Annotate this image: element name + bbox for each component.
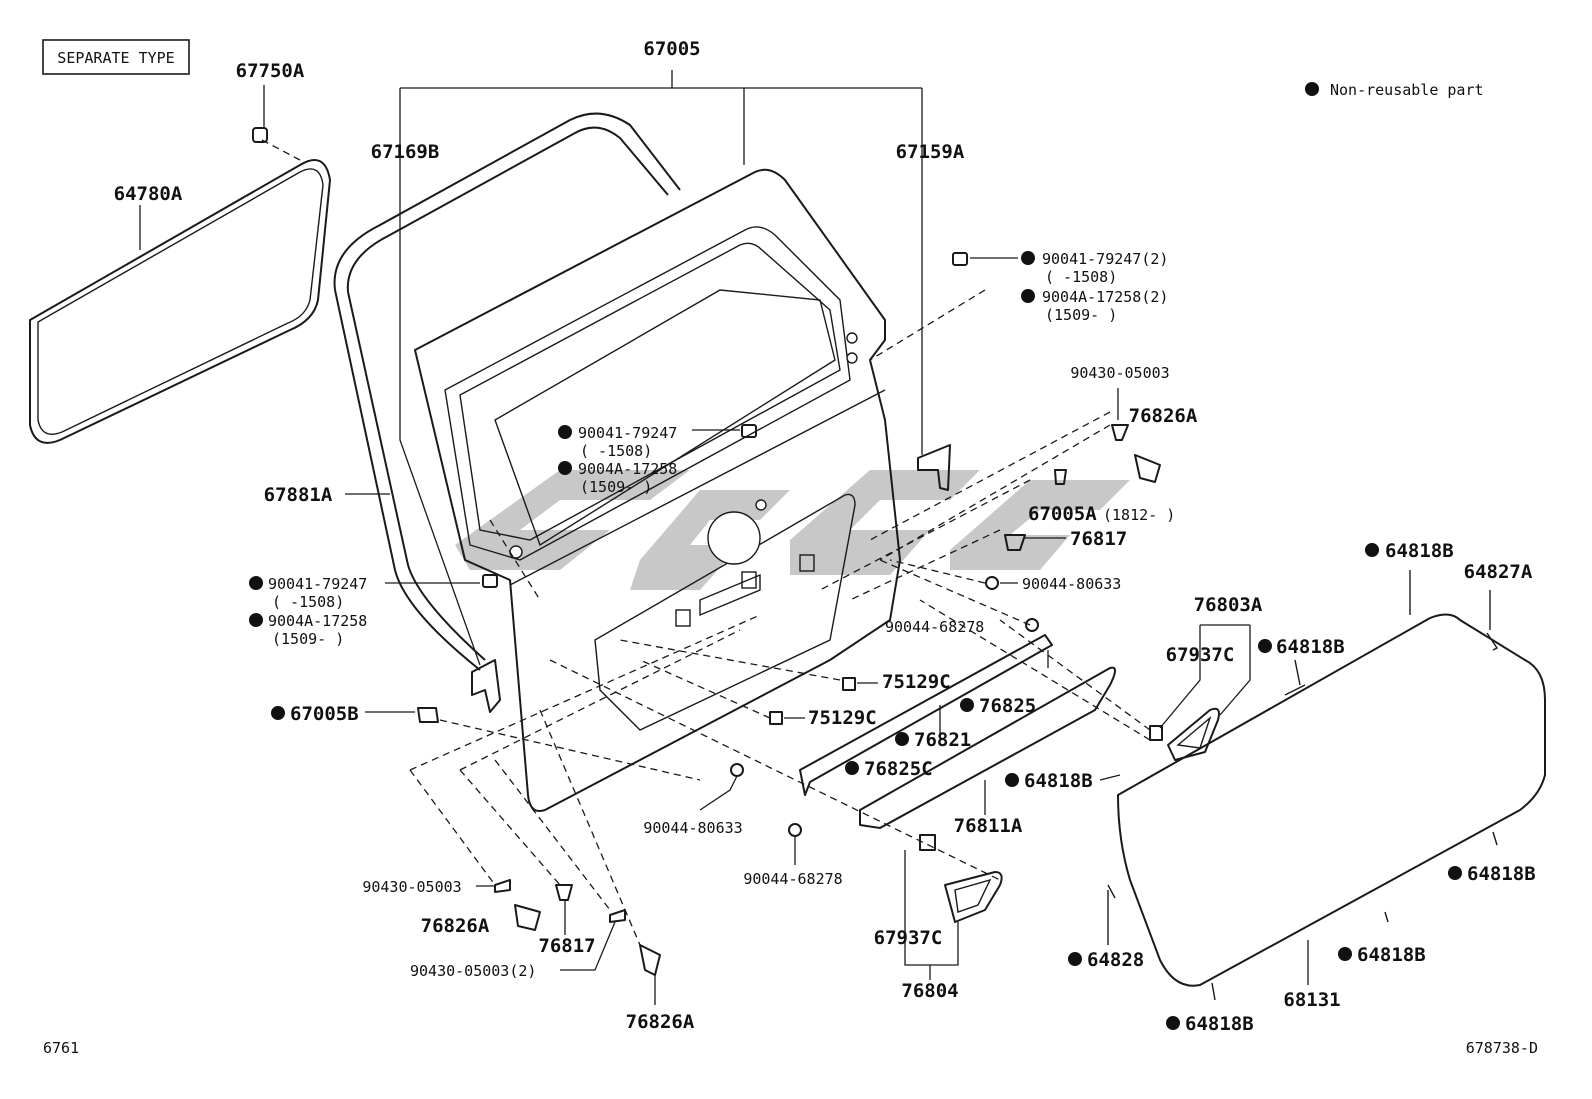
- legend: Non-reusable part: [1305, 81, 1484, 99]
- label-67750A: 67750A: [236, 60, 305, 82]
- back-glass-68131: [1099, 570, 1546, 1001]
- non-reusable-dot-icon: [271, 706, 285, 720]
- label-67169B: 67169B: [371, 141, 440, 163]
- cover-76803A: [1149, 624, 1251, 761]
- label-76804: 76804: [901, 980, 958, 1002]
- non-reusable-dot-icon: [1005, 773, 1019, 787]
- label-90041-mid: 90041-79247: [578, 424, 677, 442]
- label-9004A-mid: 9004A-17258: [578, 460, 677, 478]
- non-reusable-dot-icon: [1021, 289, 1035, 303]
- label-1508-top: ( -1508): [1045, 268, 1117, 286]
- hinge-right-67159A: [917, 145, 951, 491]
- label-67937C-right: 67937C: [1166, 644, 1235, 666]
- non-reusable-dot-icon: [1448, 866, 1462, 880]
- weatherstrip-64780A: [29, 139, 331, 444]
- clip-67750A: [252, 85, 268, 143]
- label-64818B-3: 64818B: [1024, 770, 1093, 792]
- non-reusable-dot-icon: [1258, 639, 1272, 653]
- label-90430-left: 90430-05003: [362, 878, 461, 896]
- label-1509-left: (1509- ): [272, 630, 344, 648]
- label-67881A: 67881A: [264, 484, 333, 506]
- door-weatherstrip-67881A: [333, 112, 681, 671]
- non-reusable-dot-icon: [558, 461, 572, 475]
- label-90041-left: 90041-79247: [268, 575, 367, 593]
- label-76821: 76821: [914, 729, 971, 751]
- label-9004A-top: 9004A-17258(2): [1042, 288, 1168, 306]
- label-67005B: 67005B: [290, 703, 359, 725]
- separate-type-box: SEPARATE TYPE: [42, 39, 190, 75]
- label-64828: 64828: [1087, 949, 1144, 971]
- back-door-panel: [414, 168, 901, 812]
- label-9004A-left: 9004A-17258: [268, 612, 367, 630]
- label-76817-right: 76817: [1070, 528, 1127, 550]
- label-76811A: 76811A: [954, 815, 1023, 837]
- legend-text: Non-reusable part: [1330, 81, 1484, 99]
- labels: 67005 67750A 67169B 67159A 64780A 90041-…: [43, 38, 1538, 1057]
- non-reusable-dot-icon: [558, 425, 572, 439]
- label-1508-left: ( -1508): [272, 593, 344, 611]
- label-90044-68278-right: 90044-68278: [885, 618, 984, 636]
- label-76803A: 76803A: [1194, 594, 1263, 616]
- non-reusable-dot-icon: [1338, 947, 1352, 961]
- non-reusable-dot-icon: [1068, 952, 1082, 966]
- label-76825-top: 76825: [979, 695, 1036, 717]
- label-64818B-4: 64818B: [1467, 863, 1536, 885]
- leader-67005: [399, 70, 923, 165]
- page-code: 6761: [43, 1039, 79, 1057]
- cover-76804: [904, 850, 1003, 980]
- separate-type-label: SEPARATE TYPE: [57, 49, 174, 67]
- label-67937C-bottom: 67937C: [874, 927, 943, 949]
- label-75129C-2: 75129C: [808, 707, 877, 729]
- label-76826A-top: 76826A: [1129, 405, 1198, 427]
- label-75129C-1: 75129C: [882, 671, 951, 693]
- label-64818B-2: 64818B: [1276, 636, 1345, 658]
- label-90044-80633-right: 90044-80633: [1022, 575, 1121, 593]
- non-reusable-dot-icon: [1305, 82, 1319, 96]
- non-reusable-dot-icon: [1365, 543, 1379, 557]
- label-64827A: 64827A: [1464, 561, 1533, 583]
- label-76817-left: 76817: [538, 935, 595, 957]
- label-64780A: 64780A: [114, 183, 183, 205]
- label-90044-68278-left: 90044-68278: [743, 870, 842, 888]
- non-reusable-dot-icon: [249, 613, 263, 627]
- label-68131: 68131: [1283, 989, 1340, 1011]
- label-1509-top: (1509- ): [1045, 306, 1117, 324]
- label-76825C: 76825C: [864, 758, 933, 780]
- non-reusable-dot-icon: [845, 761, 859, 775]
- label-1509-mid: (1509- ): [580, 478, 652, 496]
- label-64818B-1: 64818B: [1385, 540, 1454, 562]
- label-1812: (1812- ): [1103, 506, 1175, 524]
- label-67159A: 67159A: [896, 141, 965, 163]
- label-1508-mid: ( -1508): [580, 442, 652, 460]
- non-reusable-dot-icon: [1021, 251, 1035, 265]
- label-64818B-5: 64818B: [1357, 944, 1426, 966]
- assembly-dashed-lines: [409, 411, 1151, 946]
- label-90430-2: 90430-05003(2): [410, 962, 536, 980]
- label-76826A-bottom: 76826A: [626, 1011, 695, 1033]
- non-reusable-dot-icon: [1166, 1016, 1180, 1030]
- hinge-left-67169B: [399, 145, 501, 713]
- figure-code: 678738-D: [1466, 1039, 1538, 1057]
- garnish-76811A: [859, 650, 1116, 829]
- label-76826A-left: 76826A: [421, 915, 490, 937]
- label-90430-top: 90430-05003: [1070, 364, 1169, 382]
- non-reusable-dot-icon: [895, 732, 909, 746]
- watermark-logo: [455, 470, 1130, 590]
- label-67005A: 67005A: [1028, 503, 1097, 525]
- label-67005: 67005: [643, 38, 700, 60]
- label-64818B-6: 64818B: [1185, 1013, 1254, 1035]
- label-90044-80633-left: 90044-80633: [643, 819, 742, 837]
- garnish-76821: [799, 634, 1053, 796]
- non-reusable-dot-icon: [249, 576, 263, 590]
- label-90041-top: 90041-79247(2): [1042, 250, 1168, 268]
- non-reusable-dot-icon: [960, 698, 974, 712]
- fasteners: [365, 252, 1161, 1005]
